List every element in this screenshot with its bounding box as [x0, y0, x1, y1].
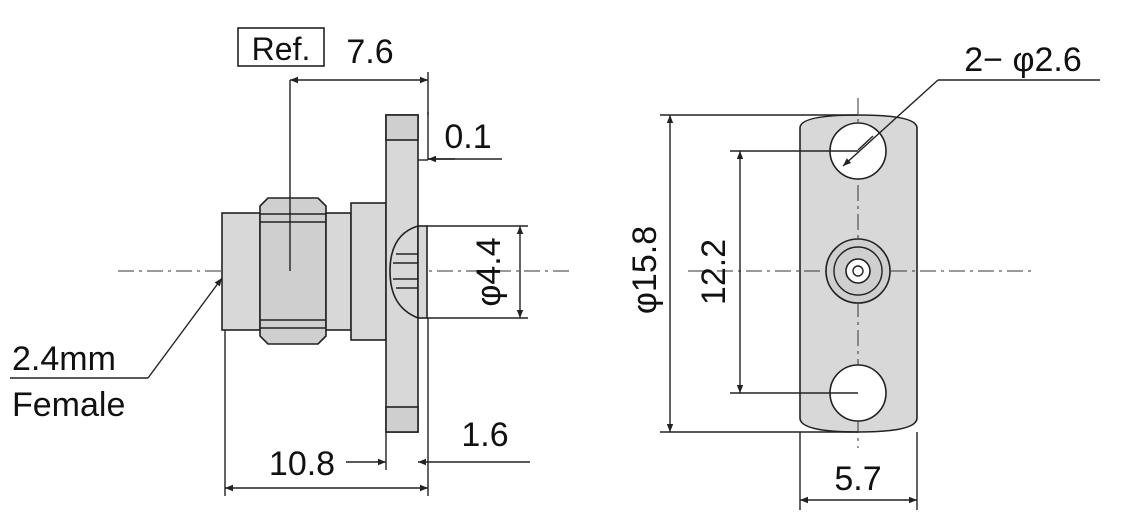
hex-nut — [259, 197, 327, 345]
center-contact — [825, 238, 891, 304]
dim-10-8-label: 10.8 — [269, 445, 335, 483]
dim-spacing-label: 12.2 — [695, 239, 733, 305]
ref-label: Ref. — [252, 31, 311, 67]
front-view: 2− φ2.6 φ15.8 12.2 5.7 — [626, 41, 1100, 510]
connector-leader — [147, 277, 223, 379]
hole-leader-inner — [857, 135, 874, 151]
collar — [325, 212, 352, 331]
dim-7-6-label: 7.6 — [346, 33, 393, 71]
shoulder — [350, 202, 387, 341]
dim-holes-label: 2− φ2.6 — [964, 41, 1082, 79]
rear-pin — [389, 224, 428, 320]
connector-gender-label: Female — [12, 386, 125, 424]
connector-type-label: 2.4mm — [12, 340, 116, 378]
dim-width-label: 5.7 — [834, 460, 881, 498]
dim-1-6-label: 1.6 — [461, 416, 508, 454]
dim-height-label: φ15.8 — [626, 226, 664, 314]
front-sleeve — [221, 212, 261, 331]
hole-leader — [842, 79, 939, 167]
dim-bore-label: φ4.4 — [470, 237, 508, 306]
ref-box — [237, 27, 325, 67]
side-view: Ref. 7.6 0.1 φ4.4 2.4mm Female 10.8 1.6 — [10, 27, 572, 496]
dim-0-1-label: 0.1 — [444, 118, 491, 156]
